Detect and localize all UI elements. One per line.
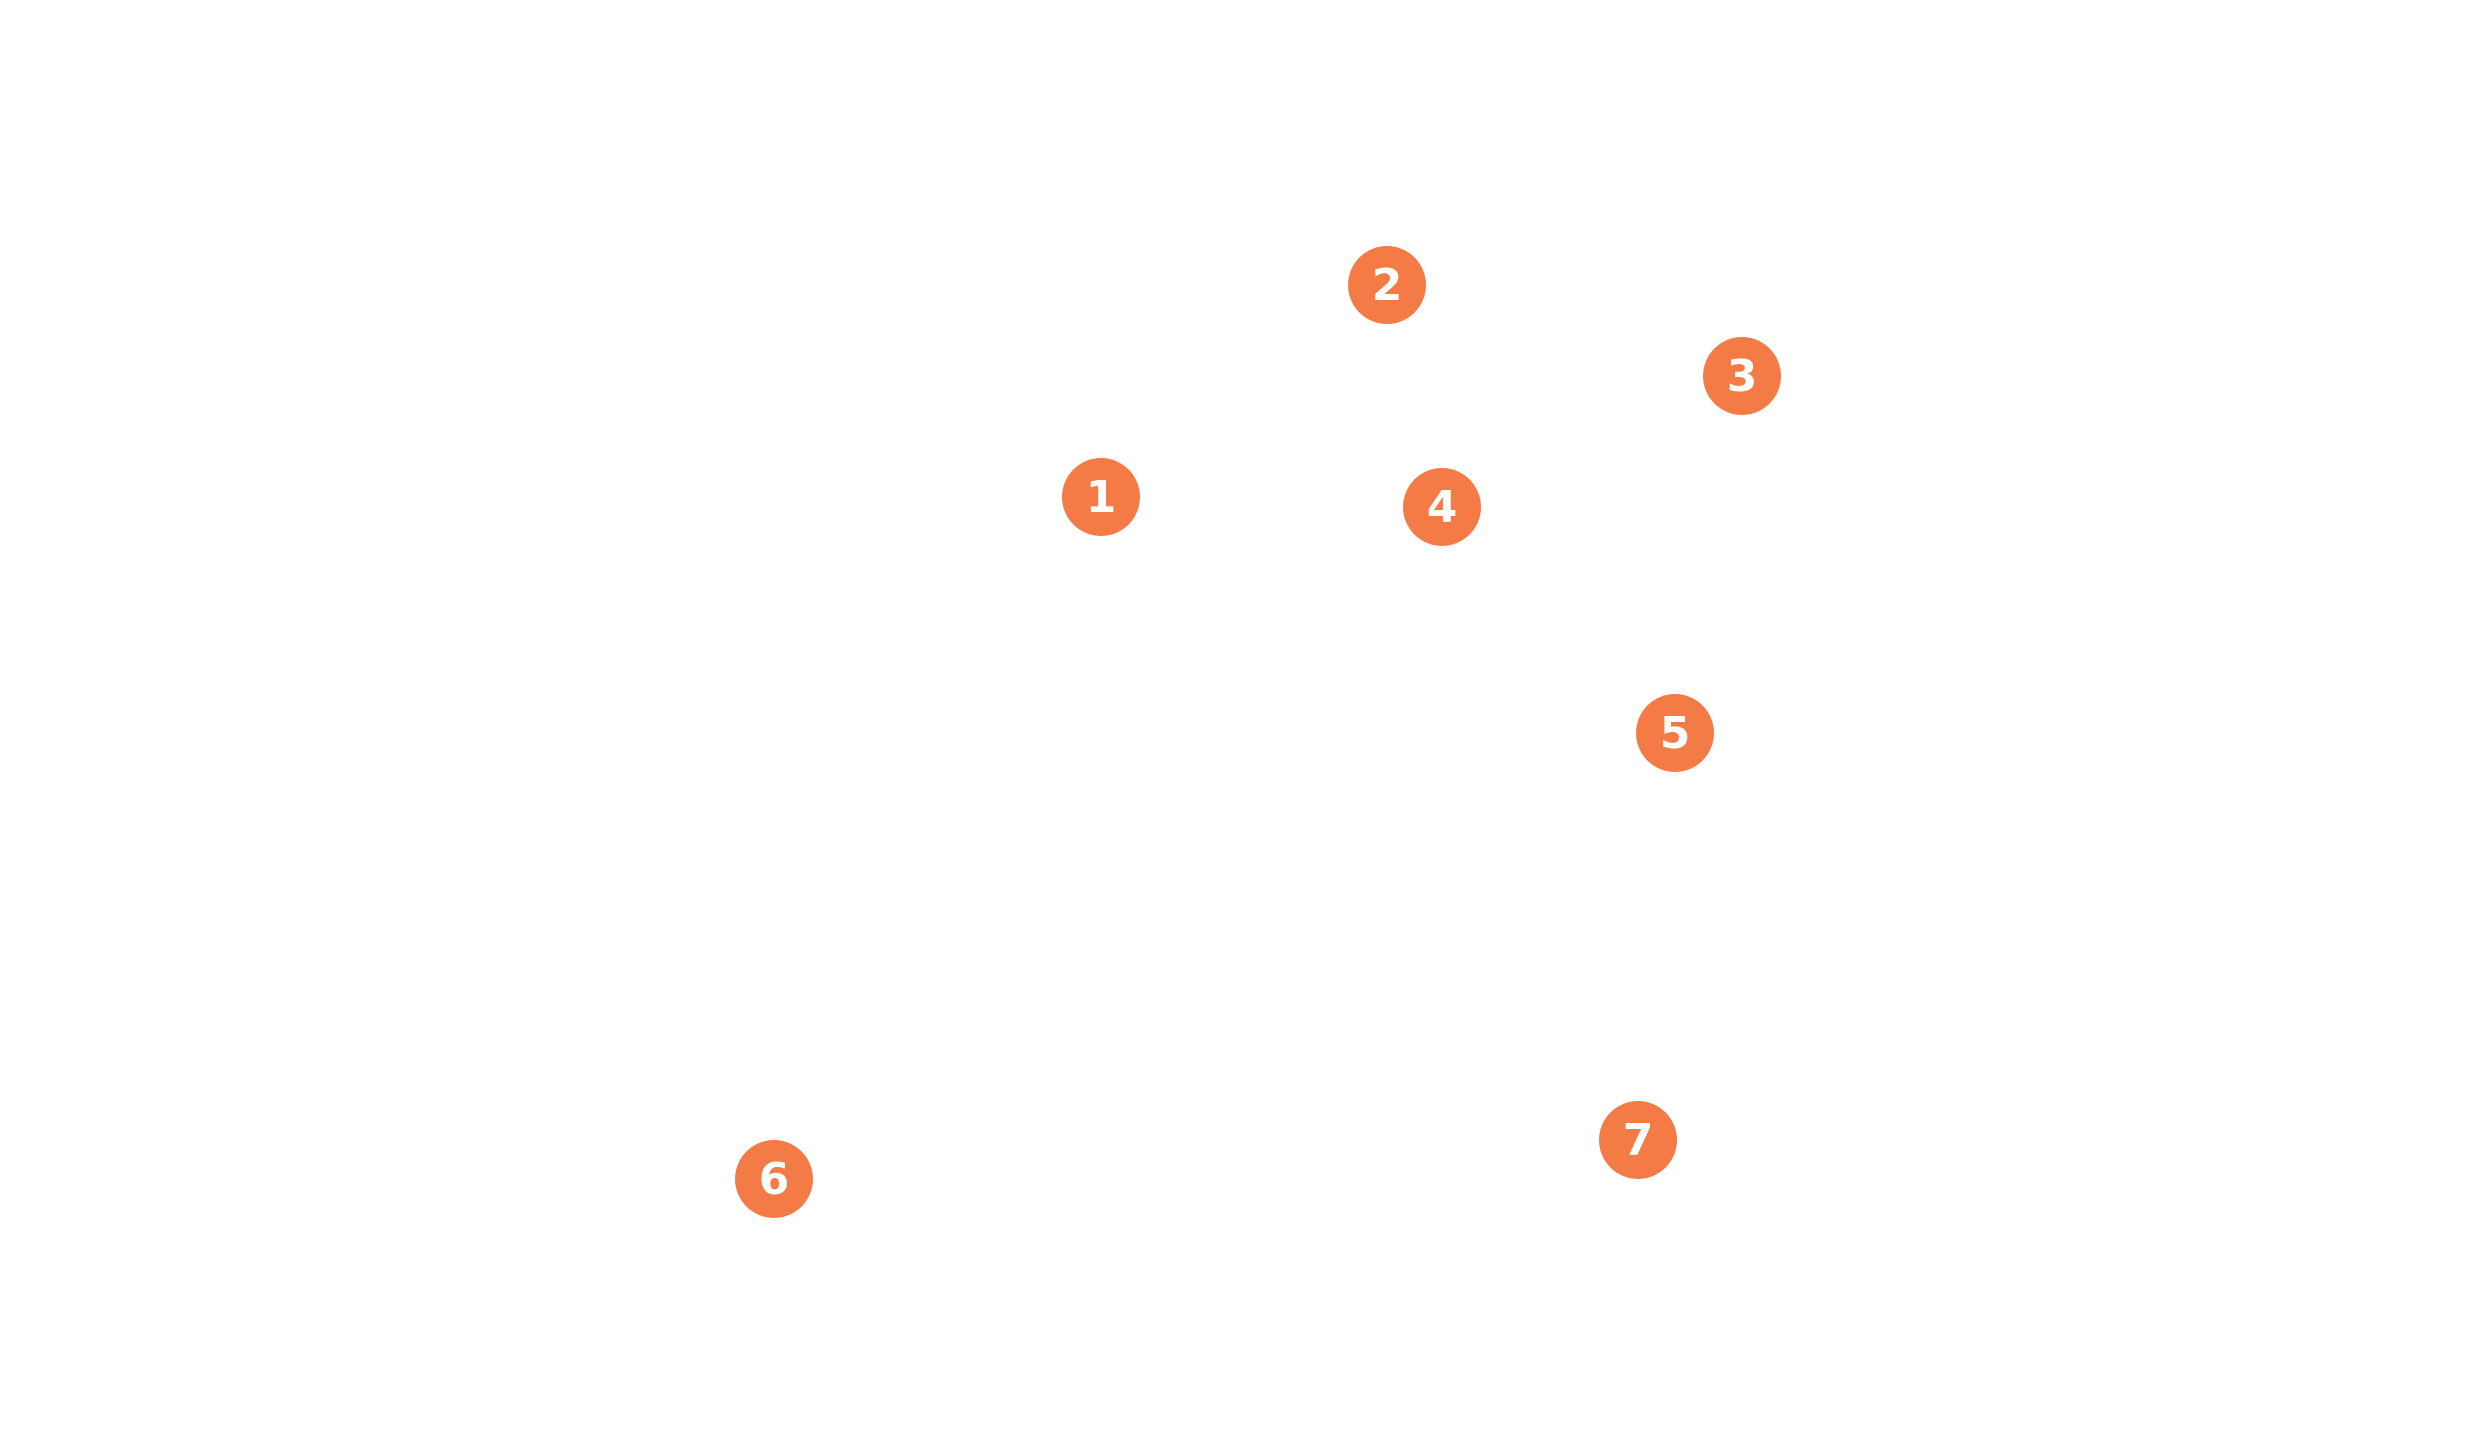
marker-label: 4 xyxy=(1426,482,1458,533)
marker-label: 7 xyxy=(1622,1115,1654,1166)
map-marker-4[interactable]: 4 xyxy=(1403,468,1481,546)
map-marker-2[interactable]: 2 xyxy=(1348,246,1426,324)
marker-label: 5 xyxy=(1659,708,1691,759)
marker-label: 6 xyxy=(758,1154,790,1205)
marker-label: 2 xyxy=(1371,260,1403,311)
map-marker-1[interactable]: 1 xyxy=(1062,458,1140,536)
map-marker-3[interactable]: 3 xyxy=(1703,337,1781,415)
marker-label: 1 xyxy=(1085,472,1117,523)
map-marker-5[interactable]: 5 xyxy=(1636,694,1714,772)
map-marker-7[interactable]: 7 xyxy=(1599,1101,1677,1179)
marker-label: 3 xyxy=(1726,351,1758,402)
map-marker-6[interactable]: 6 xyxy=(735,1140,813,1218)
